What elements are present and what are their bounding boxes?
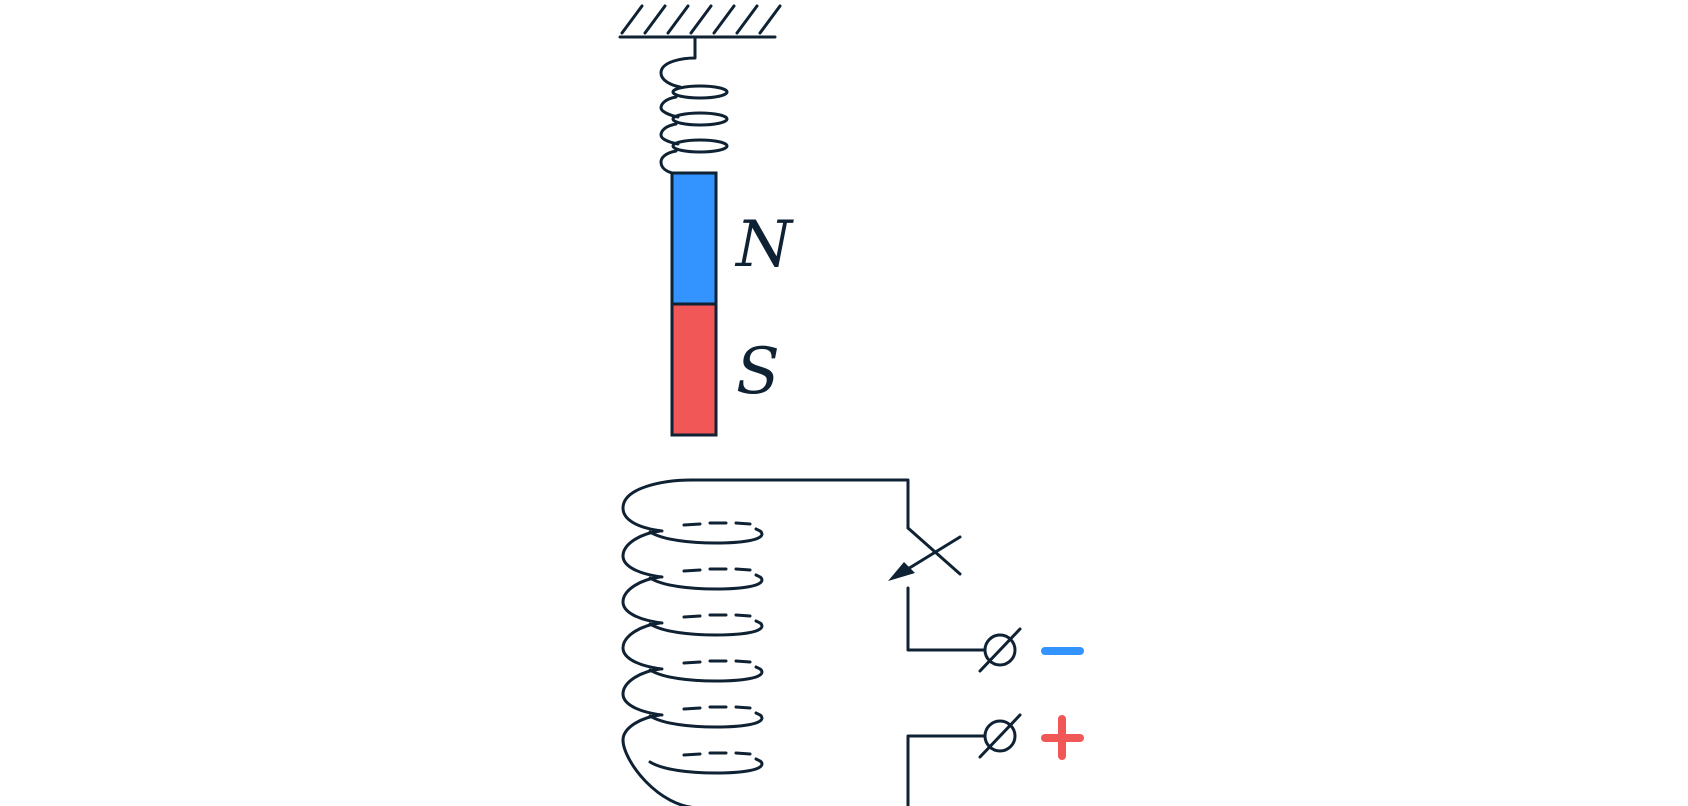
circuit-wires	[690, 478, 987, 806]
switch[interactable]	[888, 526, 962, 581]
plus-icon	[1041, 715, 1084, 760]
switch-arrow-icon	[888, 562, 915, 581]
spring	[659, 35, 729, 175]
south-pole-label: S	[736, 335, 780, 409]
north-pole-label: N	[734, 208, 794, 282]
switch-contact	[906, 526, 962, 576]
negative-terminal[interactable]	[978, 627, 1084, 673]
ceiling-support	[618, 4, 782, 39]
solenoid-coil	[621, 478, 764, 806]
bar-magnet: N S	[670, 171, 794, 437]
positive-terminal[interactable]	[978, 713, 1084, 760]
magnet-south-pole	[670, 302, 718, 437]
magnet-north-pole	[670, 171, 718, 306]
